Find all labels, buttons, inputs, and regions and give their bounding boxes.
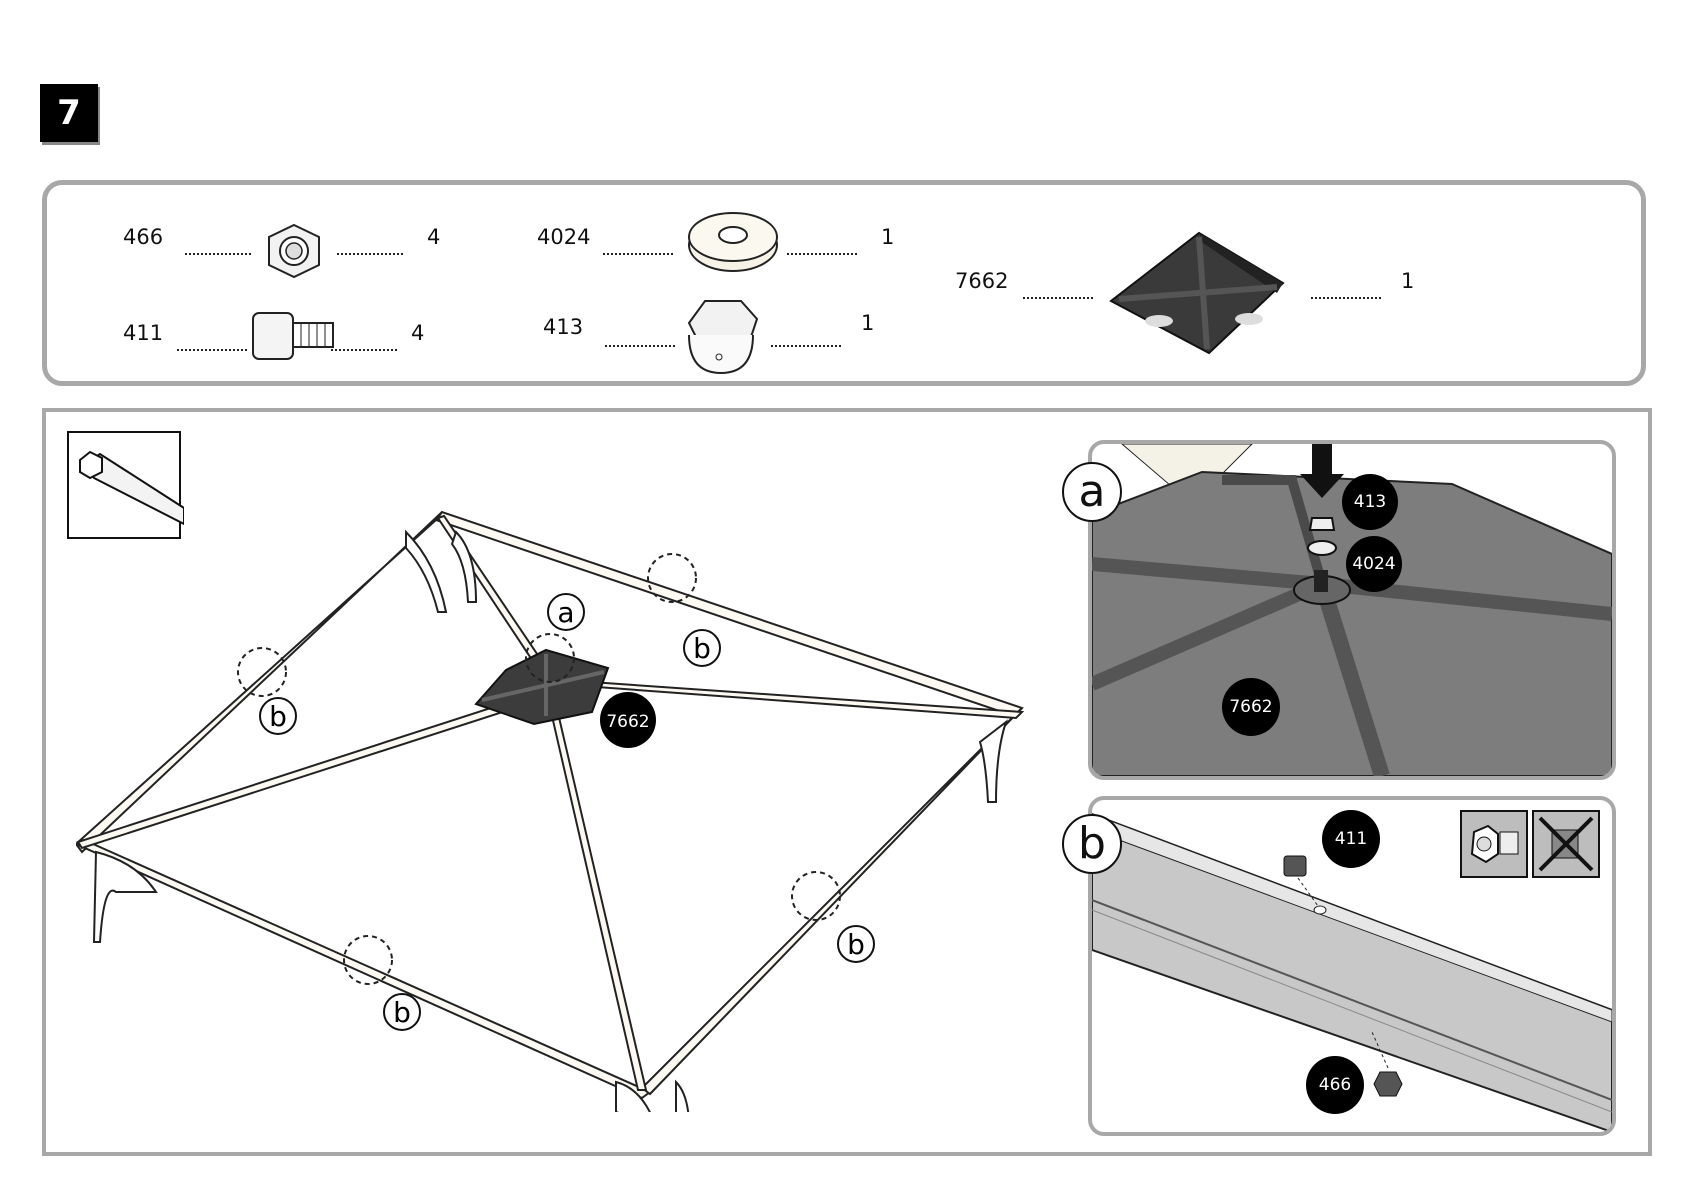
washer-icon [683, 207, 783, 277]
callout-b: b [847, 928, 865, 961]
label-badge-413: 413 [1342, 474, 1398, 530]
label-7662: 7662 [1229, 697, 1272, 717]
assembly-panel: a b b b b 7662 413 4024 7662 [42, 408, 1652, 1156]
bolt-411-shape [1284, 856, 1306, 876]
square-bolt-icon [247, 305, 347, 369]
label-badge-411: 411 [1322, 810, 1380, 868]
detail-a-panel: 413 4024 7662 [1088, 440, 1616, 780]
detail-b-letter: b [1062, 814, 1122, 874]
leader-dots [603, 253, 673, 255]
part-qty-7662: 1 [1401, 269, 1414, 293]
part-qty-4024: 1 [881, 225, 894, 249]
label-411: 411 [1335, 829, 1367, 849]
part-number-7662: 7662 [955, 269, 1008, 293]
leader-dots [185, 253, 251, 255]
leader-dots [787, 253, 857, 255]
detail-b-letter-text: b [1078, 822, 1106, 866]
parts-list-panel: 466 4 411 4 4024 1 413 1 7662 [42, 180, 1646, 386]
label-466: 466 [1319, 1075, 1351, 1095]
part-number-4024: 4024 [537, 225, 590, 249]
leader-dots [1023, 297, 1093, 299]
leader-dots [177, 349, 247, 351]
callout-b: b [269, 700, 287, 733]
part-qty-411: 4 [411, 321, 424, 345]
label-badge-466: 466 [1306, 1056, 1364, 1114]
detail-a-letter-text: a [1079, 470, 1106, 514]
detail-a-letter: a [1062, 462, 1122, 522]
leader-dots [605, 345, 675, 347]
leader-dots [331, 349, 397, 351]
cap-nut-icon [679, 295, 765, 379]
part-number-413: 413 [543, 315, 583, 339]
callout-a: a [557, 596, 574, 629]
hex-nut-icon [259, 221, 329, 281]
gazebo-roof-frame-diagram: a b b b b 7662 [76, 472, 1066, 1112]
detail-b-panel: 411 466 [1088, 796, 1616, 1136]
roof-cap-icon [1099, 229, 1299, 357]
label-4024: 4024 [1352, 554, 1395, 574]
bolt-nut-correct-icon [1460, 810, 1528, 878]
callout-b: b [693, 632, 711, 665]
leader-dots [771, 345, 841, 347]
part-qty-466: 4 [427, 225, 440, 249]
label-413: 413 [1354, 492, 1386, 512]
leader-dots [1311, 297, 1381, 299]
label-badge-4024: 4024 [1346, 536, 1402, 592]
roof-cap-label: 7662 [606, 712, 649, 732]
nut-466-shape [1374, 1072, 1402, 1096]
part-number-411: 411 [123, 321, 163, 345]
part-number-466: 466 [123, 225, 163, 249]
step-number: 7 [57, 93, 81, 133]
leader-dots [337, 253, 403, 255]
part-qty-413: 1 [861, 311, 874, 335]
callout-b: b [393, 996, 411, 1029]
bolt-nut-incorrect-icon [1532, 810, 1600, 878]
label-badge-7662: 7662 [1222, 678, 1280, 736]
step-number-badge: 7 [40, 84, 98, 142]
